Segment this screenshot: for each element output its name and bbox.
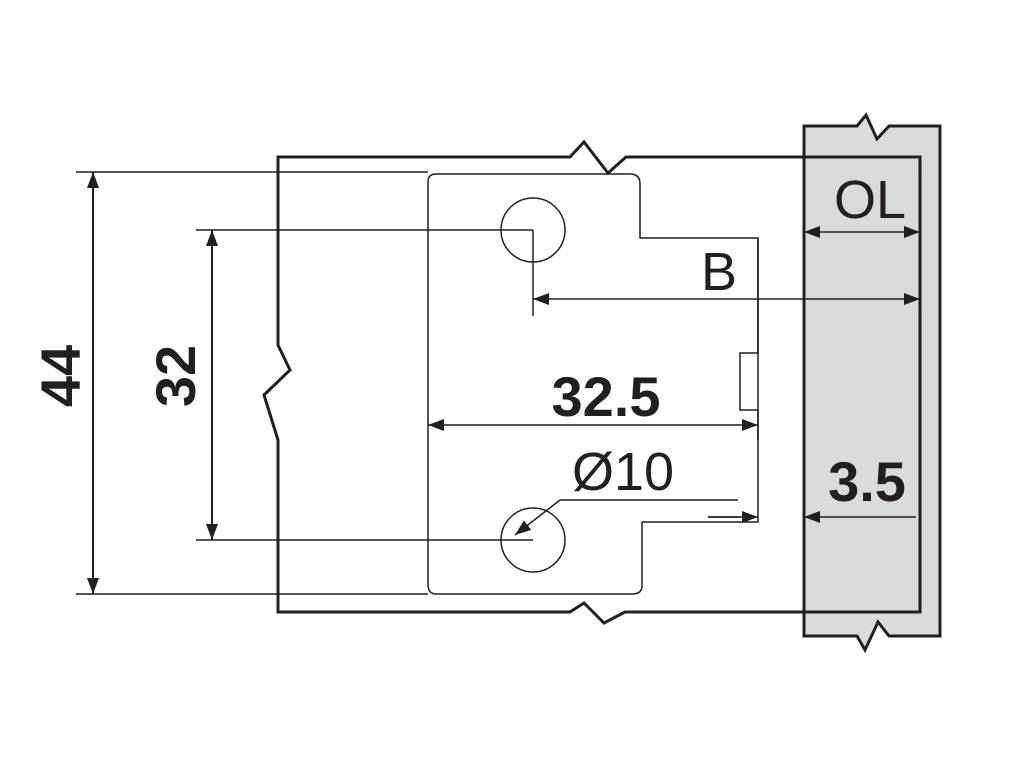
label-3-5: 3.5 [828, 450, 906, 513]
label-ol: OL [834, 170, 906, 230]
mounting-plate-outline [427, 173, 759, 595]
label-b: B [701, 242, 737, 302]
label-32-5: 32.5 [552, 365, 661, 428]
diameter-arrow [514, 499, 561, 536]
cabinet-side-outline [262, 139, 922, 625]
label-44: 44 [29, 345, 92, 407]
label-diameter-10: Ø10 [572, 442, 674, 502]
label-32: 32 [144, 345, 207, 407]
